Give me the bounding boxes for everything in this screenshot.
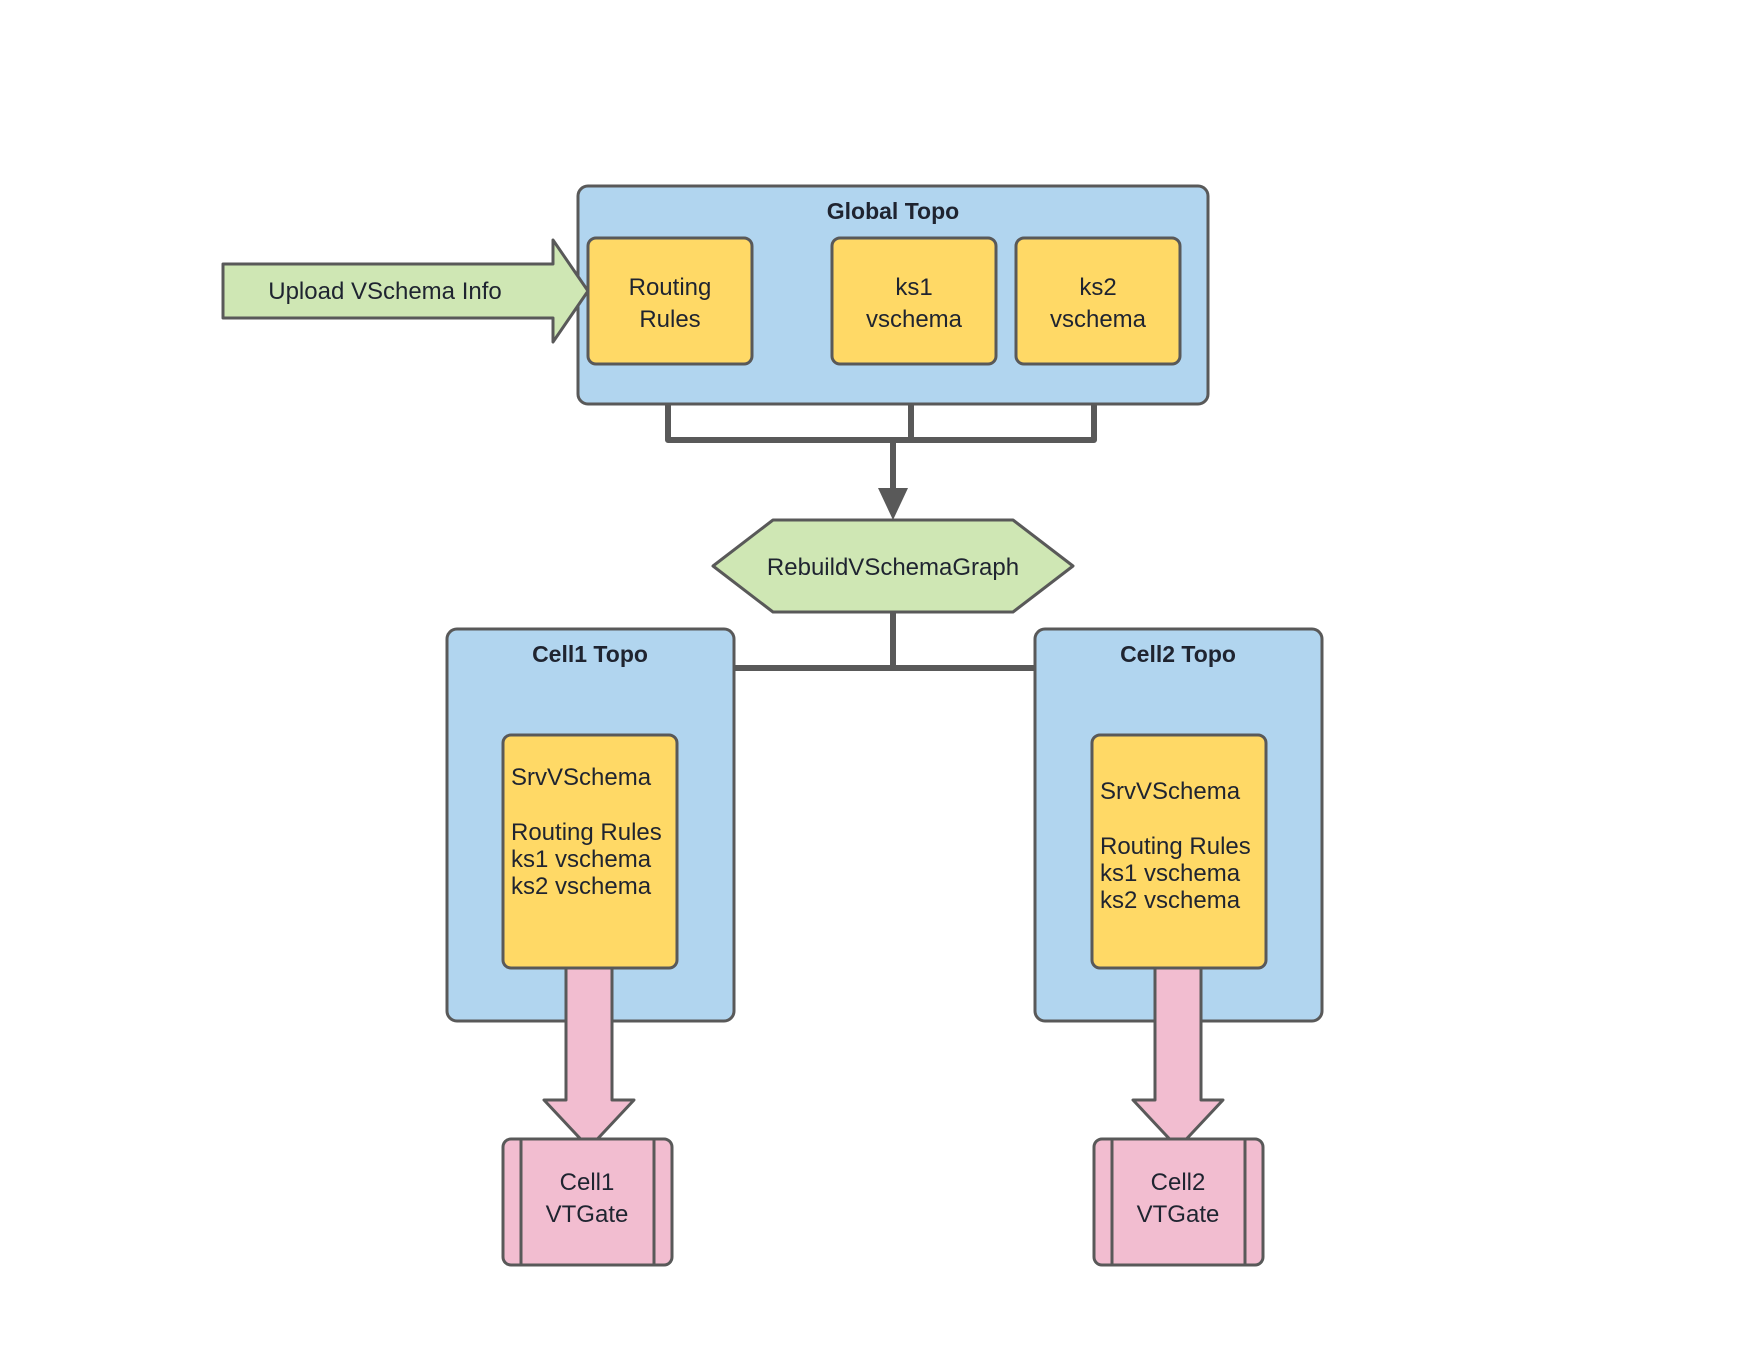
cell1-srvvschema-entry-1: ks1 vschema — [511, 846, 652, 873]
global-topo-title: Global Topo — [827, 198, 959, 224]
ks1-vschema-label-line2: vschema — [866, 306, 963, 333]
upload-vschema-arrow[interactable]: Upload VSchema Info — [221, 238, 590, 344]
cell2-srvvschema-node[interactable]: SrvVSchema Routing Rules ks1 vschema ks2… — [1090, 733, 1268, 970]
cell1-topo-title: Cell1 Topo — [532, 641, 648, 667]
cell2-vtgate-label-line1: Cell2 — [1151, 1169, 1206, 1196]
node-routing-rules[interactable]: Routing Rules — [586, 236, 754, 366]
cell2-srvvschema-heading: SrvVSchema — [1100, 778, 1241, 805]
cell2-srvvschema-entry-0: Routing Rules — [1100, 833, 1251, 860]
cell2-topo-title: Cell2 Topo — [1120, 641, 1236, 667]
ks1-vschema-box — [830, 236, 998, 366]
arrowhead-to-rebuild — [878, 488, 908, 520]
cell2-srvvschema-entry-2: ks2 vschema — [1100, 887, 1241, 914]
cell1-block-arrow-shape — [542, 966, 636, 1150]
global-topo-container[interactable]: Global Topo Routing Rules ks1 vschema ks… — [576, 184, 1210, 406]
upload-arrow-label: Upload VSchema Info — [268, 278, 501, 305]
cell1-vtgate-label-line2: VTGate — [546, 1201, 629, 1228]
cell2-vtgate-box — [1092, 1137, 1265, 1267]
cell1-topo-container[interactable]: Cell1 Topo SrvVSchema Routing Rules ks1 … — [445, 627, 736, 1023]
routing-rules-label-line1: Routing — [629, 274, 712, 301]
node-ks2-vschema[interactable]: ks2 vschema — [1014, 236, 1182, 366]
cell1-srvvschema-entry-0: Routing Rules — [511, 819, 662, 846]
cell2-topo-container[interactable]: Cell2 Topo SrvVSchema Routing Rules ks1 … — [1033, 627, 1324, 1023]
rebuild-vschema-graph-process[interactable]: RebuildVSchemaGraph — [711, 518, 1075, 614]
cell2-vtgate-node[interactable]: Cell2 VTGate — [1092, 1137, 1265, 1267]
ks1-vschema-label-line1: ks1 — [895, 274, 932, 301]
cell1-srvvschema-node[interactable]: SrvVSchema Routing Rules ks1 vschema ks2… — [501, 733, 679, 970]
rebuild-process-label: RebuildVSchemaGraph — [767, 554, 1019, 581]
ks2-vschema-label-line2: vschema — [1050, 306, 1147, 333]
ks2-vschema-label-line1: ks2 — [1079, 274, 1116, 301]
cell2-block-arrow-shape — [1131, 966, 1225, 1150]
cell1-srvvschema-heading: SrvVSchema — [511, 764, 652, 791]
routing-rules-label-line2: Rules — [639, 306, 700, 333]
node-ks1-vschema[interactable]: ks1 vschema — [830, 236, 998, 366]
cell1-serve-arrow — [542, 966, 636, 1150]
routing-rules-box — [586, 236, 754, 366]
cell1-vtgate-label-line1: Cell1 — [560, 1169, 615, 1196]
rebuild-hexagon-shape — [711, 518, 1075, 614]
cell2-srvvschema-entry-1: ks1 vschema — [1100, 860, 1241, 887]
cell2-serve-arrow — [1131, 966, 1225, 1150]
cell2-vtgate-label-line2: VTGate — [1137, 1201, 1220, 1228]
cell1-vtgate-node[interactable]: Cell1 VTGate — [501, 1137, 674, 1267]
cell1-srvvschema-entry-2: ks2 vschema — [511, 873, 652, 900]
cell1-vtgate-box — [501, 1137, 674, 1267]
ks2-vschema-box — [1014, 236, 1182, 366]
upload-arrow-shape — [221, 238, 590, 344]
